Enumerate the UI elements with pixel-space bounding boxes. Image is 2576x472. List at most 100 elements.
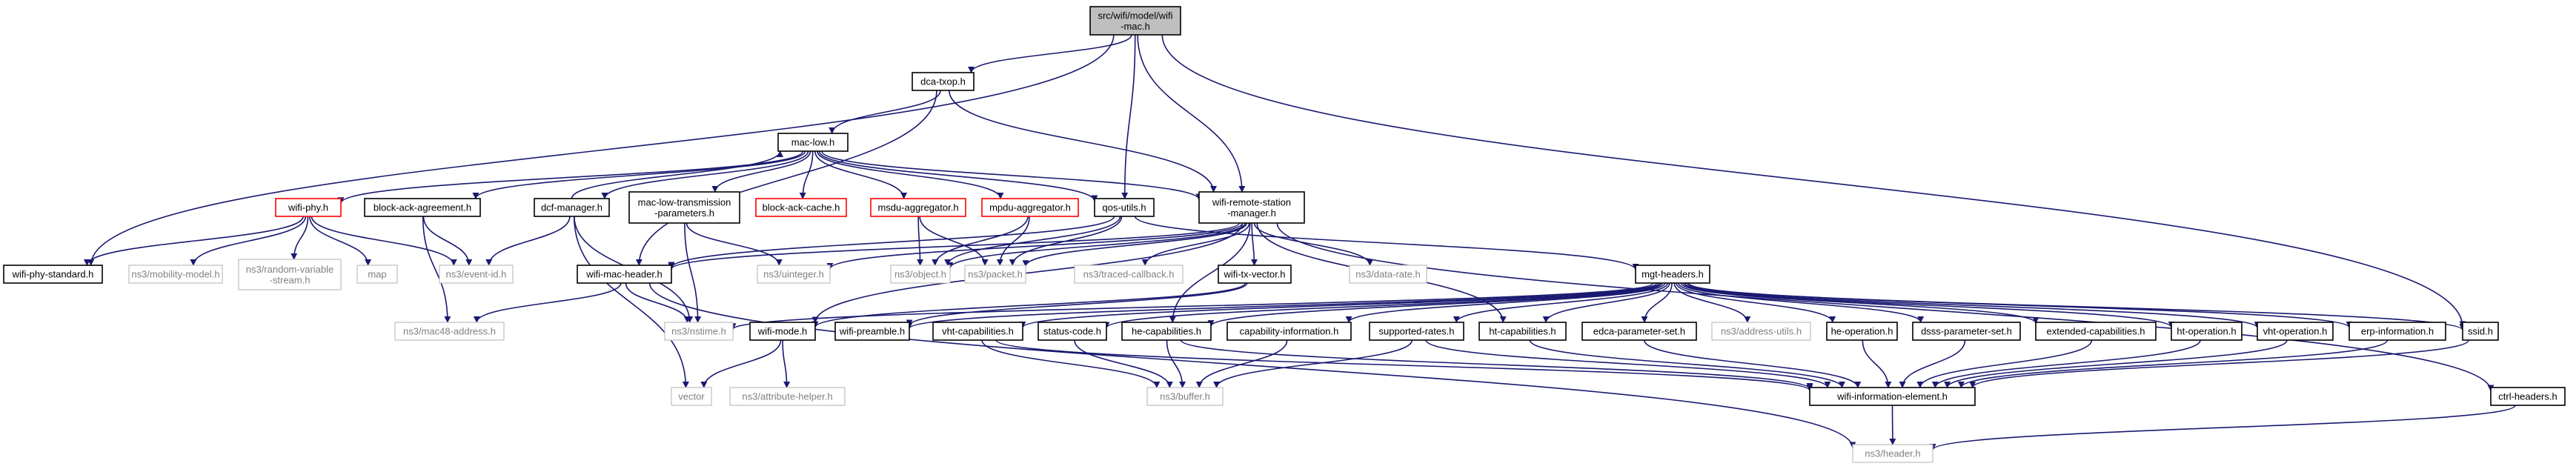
node-root[interactable]: src/wifi/model/wifi-mac.h (1089, 6, 1181, 36)
node-mpdu[interactable]: mpdu-aggregator.h (981, 198, 1079, 217)
edge-wphy-to-mob (190, 216, 307, 266)
node-dcf-label: dcf-manager.h (541, 202, 602, 213)
node-msdu[interactable]: msdu-aggregator.h (870, 198, 966, 217)
node-wps[interactable]: wifi-phy-standard.h (3, 265, 103, 284)
node-htop[interactable]: ht-operation.h (2171, 322, 2243, 341)
edge-edca-to-wie (1644, 339, 1862, 388)
node-ctrl[interactable]: ctrl-headers.h (2490, 387, 2566, 406)
node-ssid-label: ssid.h (2468, 326, 2493, 337)
node-mltp-label: mac-low-transmission (638, 196, 731, 207)
edge-qos-to-obj (944, 216, 1121, 266)
node-wps-box (3, 265, 103, 284)
node-vector-box (671, 387, 712, 406)
node-wtv[interactable]: wifi-tx-vector.h (1218, 265, 1292, 284)
node-dca-box (912, 72, 975, 91)
edge-maclow-to-wphy (337, 150, 804, 205)
edge-mgt-to-vhtop (1684, 282, 2261, 329)
node-m48-box (394, 322, 505, 341)
node-mltp-label: -parameters.h (654, 207, 714, 219)
edge-dca-to-maclow (829, 90, 941, 134)
node-vhtop-box (2257, 322, 2334, 341)
edge-maclow-to-dcf (601, 150, 809, 199)
node-heop[interactable]: he-operation.h (1826, 322, 1898, 341)
node-edca[interactable]: edca-parameter-set.h (1581, 322, 1697, 341)
node-drate-box (1349, 265, 1427, 284)
node-mltp[interactable]: mac-low-transmission-parameters.h (628, 191, 740, 224)
node-drate-label: ns3/data-rate.h (1355, 269, 1420, 280)
node-attr: ns3/attribute-helper.h (729, 387, 846, 406)
edge-wrsm-to-tcb (1141, 222, 1250, 266)
node-rvs-label: ns3/random-variable (246, 264, 334, 275)
node-vhtop[interactable]: vht-operation.h (2257, 322, 2334, 341)
edge-capi-to-buf (1195, 339, 1288, 388)
node-stc[interactable]: status-code.h (1038, 322, 1107, 341)
node-ssid[interactable]: ssid.h (2462, 322, 2499, 341)
node-uint-box (757, 265, 831, 284)
node-m48: ns3/mac48-address.h (394, 322, 505, 341)
node-wmode[interactable]: wifi-mode.h (749, 322, 816, 341)
node-m48-label: ns3/mac48-address.h (403, 326, 496, 337)
node-erp[interactable]: erp-information.h (2348, 322, 2446, 341)
node-htop-box (2171, 322, 2243, 341)
edge-root-to-wps (87, 34, 1115, 266)
node-vhtc-label: vht-capabilities.h (942, 326, 1014, 337)
edge-wrsm-to-drate (1253, 222, 1373, 266)
edge-hec-to-wie (1180, 339, 1813, 390)
edge-maclow-to-wrsm (821, 150, 1203, 201)
node-wie[interactable]: wifi-information-element.h (1809, 387, 1976, 406)
edge-mgt-to-htc (1542, 282, 1670, 323)
node-nstime: ns3/nstime.h (664, 322, 734, 341)
node-htc[interactable]: ht-capabilities.h (1478, 322, 1567, 341)
edge-mgt-to-addr (1673, 282, 1751, 323)
node-extc[interactable]: extended-capabilities.h (2035, 322, 2157, 341)
node-maclow[interactable]: mac-low.h (777, 133, 849, 152)
node-bac[interactable]: block-ack-cache.h (755, 198, 847, 217)
node-rvs-box (238, 259, 342, 290)
node-capi[interactable]: capability-information.h (1226, 322, 1352, 341)
edge-mgt-to-nstime (729, 282, 1654, 330)
edge-qos-to-mgt (1135, 216, 1639, 270)
node-eid-label: ns3/event-id.h (446, 269, 507, 280)
node-wphy[interactable]: wifi-phy.h (275, 198, 342, 217)
node-mltp-box (628, 191, 740, 224)
edge-mgt-to-capi (1345, 282, 1666, 323)
node-dsss-label: dsss-parameter-set.h (1921, 326, 2012, 337)
node-dca[interactable]: dca-txop.h (912, 72, 975, 91)
node-buf-box (1146, 387, 1224, 406)
edge-mgt-to-ssid (1688, 282, 2466, 331)
node-dcf[interactable]: dcf-manager.h (534, 198, 610, 217)
edge-wmh-to-hdr (648, 282, 1856, 449)
node-uint-label: ns3/uinteger.h (763, 269, 824, 280)
node-drate: ns3/data-rate.h (1349, 265, 1427, 284)
node-supr[interactable]: supported-rates.h (1369, 322, 1464, 341)
node-wrsm[interactable]: wifi-remote-station-manager.h (1198, 191, 1305, 224)
node-ctrl-label: ctrl-headers.h (2498, 391, 2557, 402)
node-hec[interactable]: he-capabilities.h (1121, 322, 1212, 341)
node-rvs-label: -stream.h (270, 274, 311, 285)
node-mgt[interactable]: mgt-headers.h (1635, 265, 1710, 284)
node-vhtc-box (932, 322, 1023, 341)
edge-wtv-to-wpre (906, 282, 1248, 327)
node-vhtc[interactable]: vht-capabilities.h (932, 322, 1023, 341)
node-dsss[interactable]: dsss-parameter-set.h (1912, 322, 2021, 341)
node-wtv-box (1218, 265, 1292, 284)
edge-wphy-to-eid (311, 216, 457, 266)
node-wie-box (1809, 387, 1976, 406)
node-eid: ns3/event-id.h (439, 265, 514, 284)
edge-mgt-to-heop (1676, 282, 1836, 323)
node-eid-box (439, 265, 514, 284)
node-supr-box (1369, 322, 1464, 341)
edge-wmode-to-vector (700, 339, 782, 388)
edge-erp-to-wie (1958, 339, 2389, 388)
node-msdu-box (870, 198, 966, 217)
node-baa[interactable]: block-ack-agreement.h (364, 198, 481, 217)
edge-maclow-to-mltp (711, 150, 811, 193)
edge-wrsm-to-ctrl (1276, 222, 2494, 392)
node-qos[interactable]: qos-utils.h (1094, 198, 1155, 217)
edge-root-to-dca (968, 34, 1132, 73)
edge-mpdu-to-pkt (996, 216, 1030, 266)
node-wpre[interactable]: wifi-preamble.h (834, 322, 910, 341)
node-wmh[interactable]: wifi-mac-header.h (577, 265, 672, 284)
edge-mgt-to-vhtc (1019, 282, 1660, 328)
